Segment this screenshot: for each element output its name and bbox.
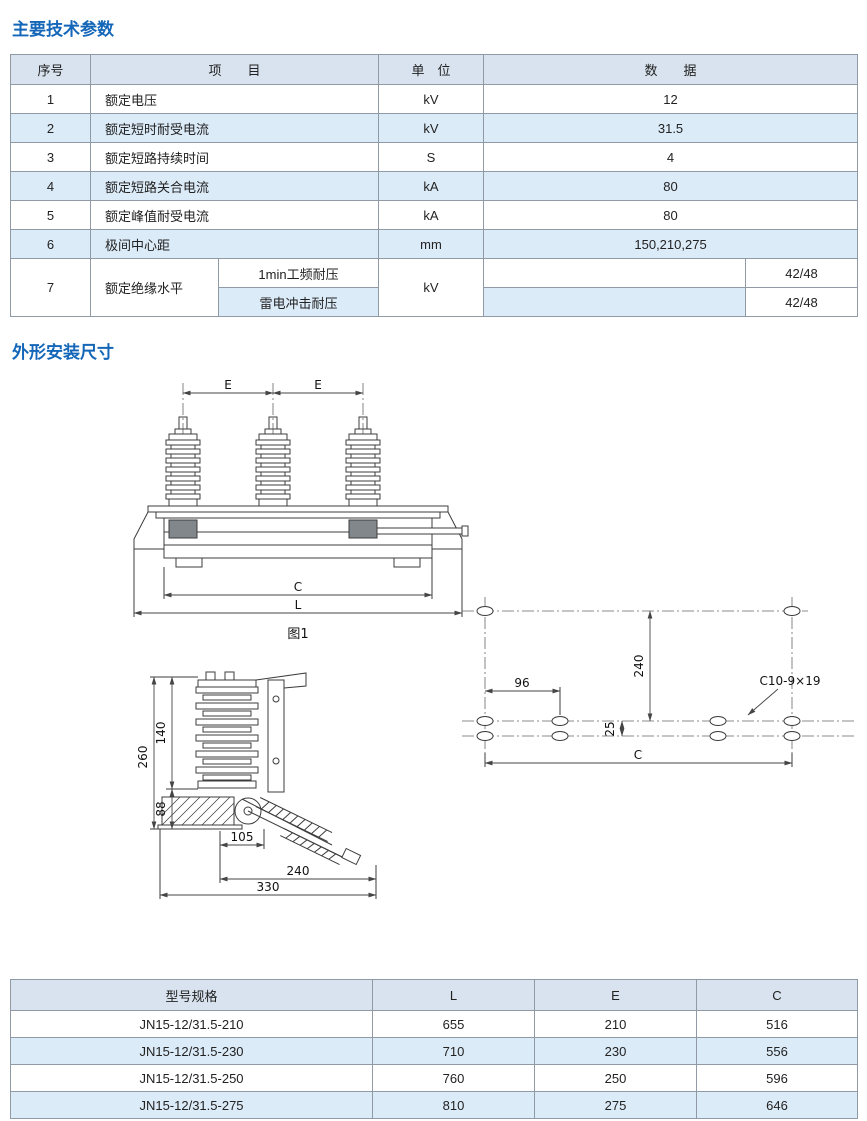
dim-e1: E <box>224 378 232 392</box>
cell-no: 3 <box>10 142 91 172</box>
cell-item: 额定峰值耐受电流 <box>89 200 380 230</box>
cell-C: 516 <box>696 1010 858 1038</box>
cell-data-blank <box>483 287 747 317</box>
cell-item: 极间中心距 <box>89 229 380 259</box>
table-row: 1 额定电压 kV 12 <box>10 84 859 114</box>
models-table: 型号规格 L E C JN15-12/31.5-210 655 210 516 … <box>10 979 858 1119</box>
dim-240: 240 <box>287 864 310 878</box>
cell-data: 80 <box>483 200 859 230</box>
table-row: 6 极间中心距 mm 150,210,275 <box>10 229 859 259</box>
cell-no: 6 <box>10 229 91 259</box>
cell-unit: kA <box>378 171 485 201</box>
cell-L: 710 <box>372 1037 535 1065</box>
cell-model: JN15-12/31.5-210 <box>10 1010 373 1038</box>
col-header-E: E <box>534 979 697 1011</box>
col-header-item: 项 目 <box>89 54 380 85</box>
cell-subitem: 1min工频耐压 <box>217 258 380 288</box>
cell-unit: kA <box>378 200 485 230</box>
cell-data: 42/48 <box>745 287 859 317</box>
figure1-caption: 图1 <box>287 627 308 642</box>
table-row: JN15-12/31.5-250 760 250 596 <box>10 1064 858 1092</box>
cell-data: 150,210,275 <box>483 229 859 259</box>
cell-no: 2 <box>10 113 91 143</box>
cell-no: 5 <box>10 200 91 230</box>
dim-260: 260 <box>136 746 150 769</box>
dim-96: 96 <box>514 676 529 690</box>
models-header-row: 型号规格 L E C <box>10 979 858 1011</box>
dim-240: 240 <box>632 655 646 678</box>
cell-L: 655 <box>372 1010 535 1038</box>
params-header-row: 序号 项 目 单 位 数 据 <box>10 54 859 85</box>
col-header-data: 数 据 <box>483 54 859 85</box>
cell-no: 7 <box>10 258 91 317</box>
figure-side-view: 260 140 88 105 240 330 <box>136 671 377 899</box>
section-title-dimensions: 外形安装尺寸 <box>12 343 114 362</box>
params-table: 序号 项 目 单 位 数 据 1 额定电压 kV 12 2 额定短时耐受电流 k… <box>10 54 859 317</box>
dim-88: 88 <box>154 801 168 816</box>
table-row: 2 额定短时耐受电流 kV 31.5 <box>10 113 859 143</box>
mounting-hole-pattern: 96 240 25 C C10-9×19 <box>462 597 854 767</box>
cell-data: 31.5 <box>483 113 859 143</box>
dim-c: C <box>294 580 302 594</box>
col-header-C: C <box>696 979 858 1011</box>
cell-model: JN15-12/31.5-230 <box>10 1037 373 1065</box>
col-header-model: 型号规格 <box>10 979 373 1011</box>
cell-data-blank <box>483 258 747 288</box>
cell-E: 250 <box>534 1064 697 1092</box>
cell-data: 80 <box>483 171 859 201</box>
dim-330: 330 <box>257 880 280 894</box>
cell-C: 646 <box>696 1091 858 1119</box>
cell-item: 额定绝缘水平 <box>90 258 219 317</box>
cell-C: 556 <box>696 1037 858 1065</box>
figure1-front-view: E E C L 图1 <box>133 378 469 642</box>
cell-item: 额定电压 <box>89 84 380 114</box>
col-header-no: 序号 <box>10 54 91 85</box>
drawings-area: E E C L 图1 <box>10 377 857 979</box>
dim-25: 25 <box>603 721 617 736</box>
hole-spec-note: C10-9×19 <box>760 674 821 688</box>
cell-data: 4 <box>483 142 859 172</box>
cell-unit: S <box>378 142 485 172</box>
dim-140: 140 <box>154 722 168 745</box>
cell-E: 210 <box>534 1010 697 1038</box>
dim-c: C <box>634 748 642 762</box>
cell-no: 4 <box>10 171 91 201</box>
cell-item: 额定短路关合电流 <box>89 171 380 201</box>
cell-unit: mm <box>378 229 485 259</box>
dim-105: 105 <box>231 830 254 844</box>
cell-unit: kV <box>378 113 485 143</box>
cell-data: 42/48 <box>745 258 859 288</box>
table-row: JN15-12/31.5-275 810 275 646 <box>10 1091 858 1119</box>
cell-item: 额定短路持续时间 <box>89 142 380 172</box>
dim-l: L <box>295 598 302 612</box>
dim-e2: E <box>314 378 322 392</box>
section-title-parameters: 主要技术参数 <box>12 20 114 39</box>
cell-item: 额定短时耐受电流 <box>89 113 380 143</box>
table-row: 5 额定峰值耐受电流 kA 80 <box>10 200 859 230</box>
cell-unit: kV <box>378 84 485 114</box>
cell-L: 810 <box>372 1091 535 1119</box>
cell-model: JN15-12/31.5-250 <box>10 1064 373 1092</box>
table-row: 3 额定短路持续时间 S 4 <box>10 142 859 172</box>
cell-C: 596 <box>696 1064 858 1092</box>
cell-unit: kV <box>378 258 485 317</box>
cell-E: 230 <box>534 1037 697 1065</box>
cell-data: 12 <box>483 84 859 114</box>
cell-model: JN15-12/31.5-275 <box>10 1091 373 1119</box>
col-header-L: L <box>372 979 535 1011</box>
col-header-unit: 单 位 <box>378 54 485 85</box>
cell-E: 275 <box>534 1091 697 1119</box>
table-row: JN15-12/31.5-210 655 210 516 <box>10 1010 858 1038</box>
cell-subitem: 雷电冲击耐压 <box>217 287 380 317</box>
table-row: 雷电冲击耐压 42/48 <box>11 287 859 317</box>
table-row: JN15-12/31.5-230 710 230 556 <box>10 1037 858 1065</box>
cell-L: 760 <box>372 1064 535 1092</box>
table-row: 7 额定绝缘水平 1min工频耐压 kV 42/48 <box>10 258 859 317</box>
cell-no: 1 <box>10 84 91 114</box>
table-row: 4 额定短路关合电流 kA 80 <box>10 171 859 201</box>
